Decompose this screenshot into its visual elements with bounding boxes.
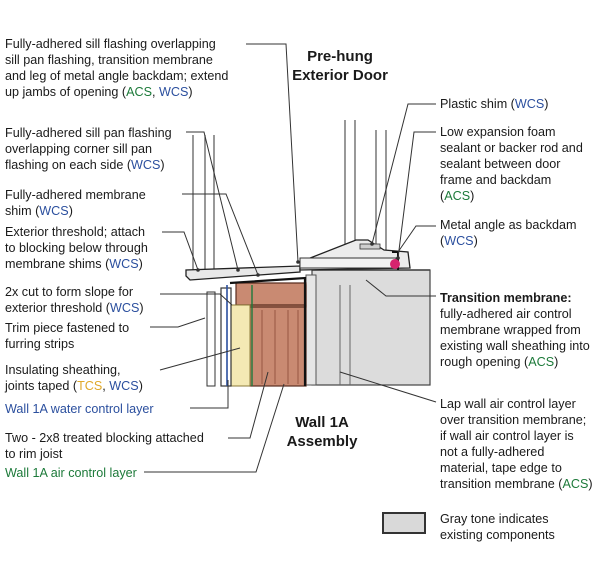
label-2x-cut: 2x cut to form slope for exterior thresh… bbox=[5, 285, 144, 315]
label-foam-sealant: Low expansion foam sealant or backer rod… bbox=[440, 125, 583, 203]
wall-title: Wall 1A Assembly bbox=[272, 413, 372, 451]
label-air-control-layer: Wall 1A air control layer bbox=[5, 466, 137, 480]
label-threshold: Exterior threshold; attach to blocking b… bbox=[5, 225, 148, 271]
blocking-2x8 bbox=[249, 305, 307, 387]
door-title-line1: Pre-hung bbox=[307, 48, 373, 65]
furring-strip bbox=[206, 291, 216, 387]
leader-lines bbox=[144, 43, 437, 473]
wall-title-line2: Assembly bbox=[286, 433, 358, 450]
door-bottom bbox=[299, 257, 397, 269]
label-metal-angle: Metal angle as backdam (WCS) bbox=[440, 218, 577, 248]
label-trim: Trim piece fastened to furring strips bbox=[5, 321, 130, 351]
door-jamb-lines bbox=[192, 120, 387, 270]
transition-membrane bbox=[229, 276, 307, 386]
door-title: Pre-hung Exterior Door bbox=[285, 47, 395, 85]
label-sill-pan: Fully-adhered sill pan flashing overlapp… bbox=[5, 126, 172, 172]
foam-sealant bbox=[390, 259, 400, 269]
insulating-sheathing bbox=[230, 304, 251, 387]
plastic-shim bbox=[359, 243, 381, 250]
label-plastic-shim: Plastic shim (WCS) bbox=[440, 97, 549, 111]
label-membrane-shim: Fully-adhered membrane shim (WCS) bbox=[5, 188, 146, 218]
sloped-2x-cut bbox=[235, 282, 307, 306]
label-lap-air-control: Lap wall air control layer over transiti… bbox=[440, 397, 593, 491]
existing-sheathing bbox=[305, 274, 317, 386]
label-blocking: Two - 2x8 treated blocking attached to r… bbox=[5, 431, 204, 461]
legend-gray-swatch bbox=[382, 512, 426, 534]
wall-title-line1: Wall 1A bbox=[295, 414, 349, 431]
door-title-line2: Exterior Door bbox=[292, 67, 388, 84]
exterior-threshold bbox=[185, 265, 301, 281]
legend-text: Gray tone indicates existing components bbox=[440, 512, 555, 542]
label-insulating: Insulating sheathing, joints taped (TCS,… bbox=[5, 363, 143, 393]
existing-wall bbox=[311, 269, 431, 386]
label-sill-flashing: Fully-adhered sill flashing overlapping … bbox=[5, 37, 229, 99]
label-water-control-layer: Wall 1A water control layer bbox=[5, 402, 154, 416]
label-transition-membrane: Transition membrane: fully-adhered air c… bbox=[440, 291, 590, 369]
trim-piece bbox=[220, 287, 232, 387]
